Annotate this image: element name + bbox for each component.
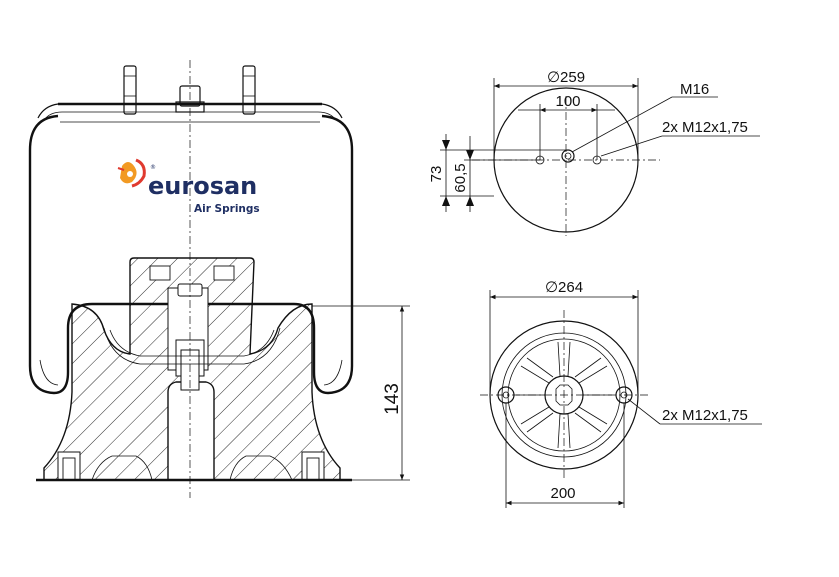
bottom-bolt-thread-label: 2x M12x1,75 [662, 407, 748, 424]
top-bolt-thread-label: 2x M12x1,75 [662, 119, 748, 136]
brand-mark-icon [117, 158, 146, 188]
side-view: 143 ® eurosan Air Springs [28, 60, 410, 498]
top-diameter-label: ∅259 [547, 69, 585, 86]
height-label: 143 [382, 383, 403, 415]
offset-outer-label: 73 [428, 166, 445, 183]
top-view: ∅259 100 M16 2x M12x1,75 73 60,5 [428, 69, 760, 236]
registered-mark: ® [150, 164, 156, 171]
brand-subtitle: Air Springs [194, 203, 260, 215]
bottom-bolt-spacing-label: 200 [550, 485, 575, 502]
top-bolt-spacing-label: 100 [555, 93, 580, 110]
brand-name: eurosan [148, 172, 257, 200]
offset-inner-label: 60,5 [452, 163, 469, 192]
height-dimension: 143 [312, 305, 410, 481]
bottom-diameter-label: ∅264 [545, 279, 583, 296]
eurosan-logo: ® eurosan Air Springs [117, 158, 260, 215]
bottom-view: ∅264 2x M12x1,75 200 [480, 279, 762, 508]
center-thread-label: M16 [680, 81, 709, 98]
top-studs [123, 65, 256, 115]
